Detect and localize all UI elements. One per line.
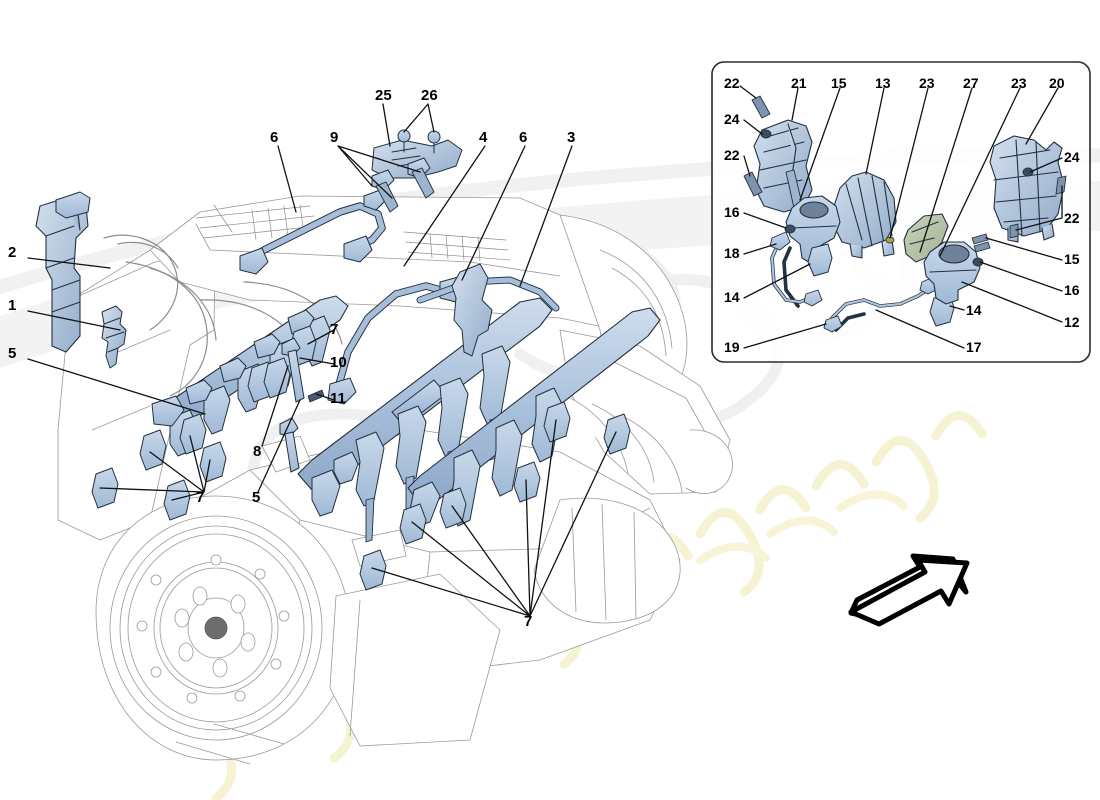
inset-callout-12: 12 xyxy=(1064,314,1080,330)
inset-callout-23b: 23 xyxy=(1011,75,1027,91)
inset-callout-19: 19 xyxy=(724,339,740,355)
callout-1: 1 xyxy=(8,297,17,314)
callout-26: 26 xyxy=(421,87,438,104)
inset-callout-27: 27 xyxy=(963,75,979,91)
callout-5a: 5 xyxy=(8,345,17,362)
callout-7c: 7 xyxy=(524,613,533,630)
inset-callout-16b: 16 xyxy=(1064,282,1080,298)
callout-7b: 7 xyxy=(196,489,205,506)
inset-callout-23a: 23 xyxy=(919,75,935,91)
inset-callout-14b: 14 xyxy=(966,302,982,318)
inset-callout-13: 13 xyxy=(875,75,891,91)
inset-callout-22b: 22 xyxy=(724,147,740,163)
inset-callout-21: 21 xyxy=(791,75,807,91)
inset-callout-22c: 22 xyxy=(1064,210,1080,226)
callout-25: 25 xyxy=(375,87,392,104)
callout-8: 8 xyxy=(253,443,262,460)
callout-10: 10 xyxy=(330,354,347,371)
inset-callout-24a: 24 xyxy=(724,111,740,127)
callout-5b: 5 xyxy=(252,489,261,506)
inset-callout-15b: 15 xyxy=(1064,251,1080,267)
inset-callout-14a: 14 xyxy=(724,289,740,305)
callout-3: 3 xyxy=(567,129,576,146)
callout-7a: 7 xyxy=(330,321,339,338)
inset-callout-24b: 24 xyxy=(1064,149,1080,165)
callout-9: 9 xyxy=(330,129,339,146)
callout-11: 11 xyxy=(330,390,346,407)
inset-callout-16a: 16 xyxy=(724,204,740,220)
callout-4: 4 xyxy=(479,129,488,146)
callout-6b: 6 xyxy=(519,129,528,146)
inset-callout-17: 17 xyxy=(966,339,982,355)
inset-callout-18: 18 xyxy=(724,245,740,261)
callout-2: 2 xyxy=(8,244,17,261)
inset-callout-20: 20 xyxy=(1049,75,1065,91)
inset-callout-22a: 22 xyxy=(724,75,740,91)
callout-6a: 6 xyxy=(270,129,279,146)
inset-callout-15a: 15 xyxy=(831,75,847,91)
